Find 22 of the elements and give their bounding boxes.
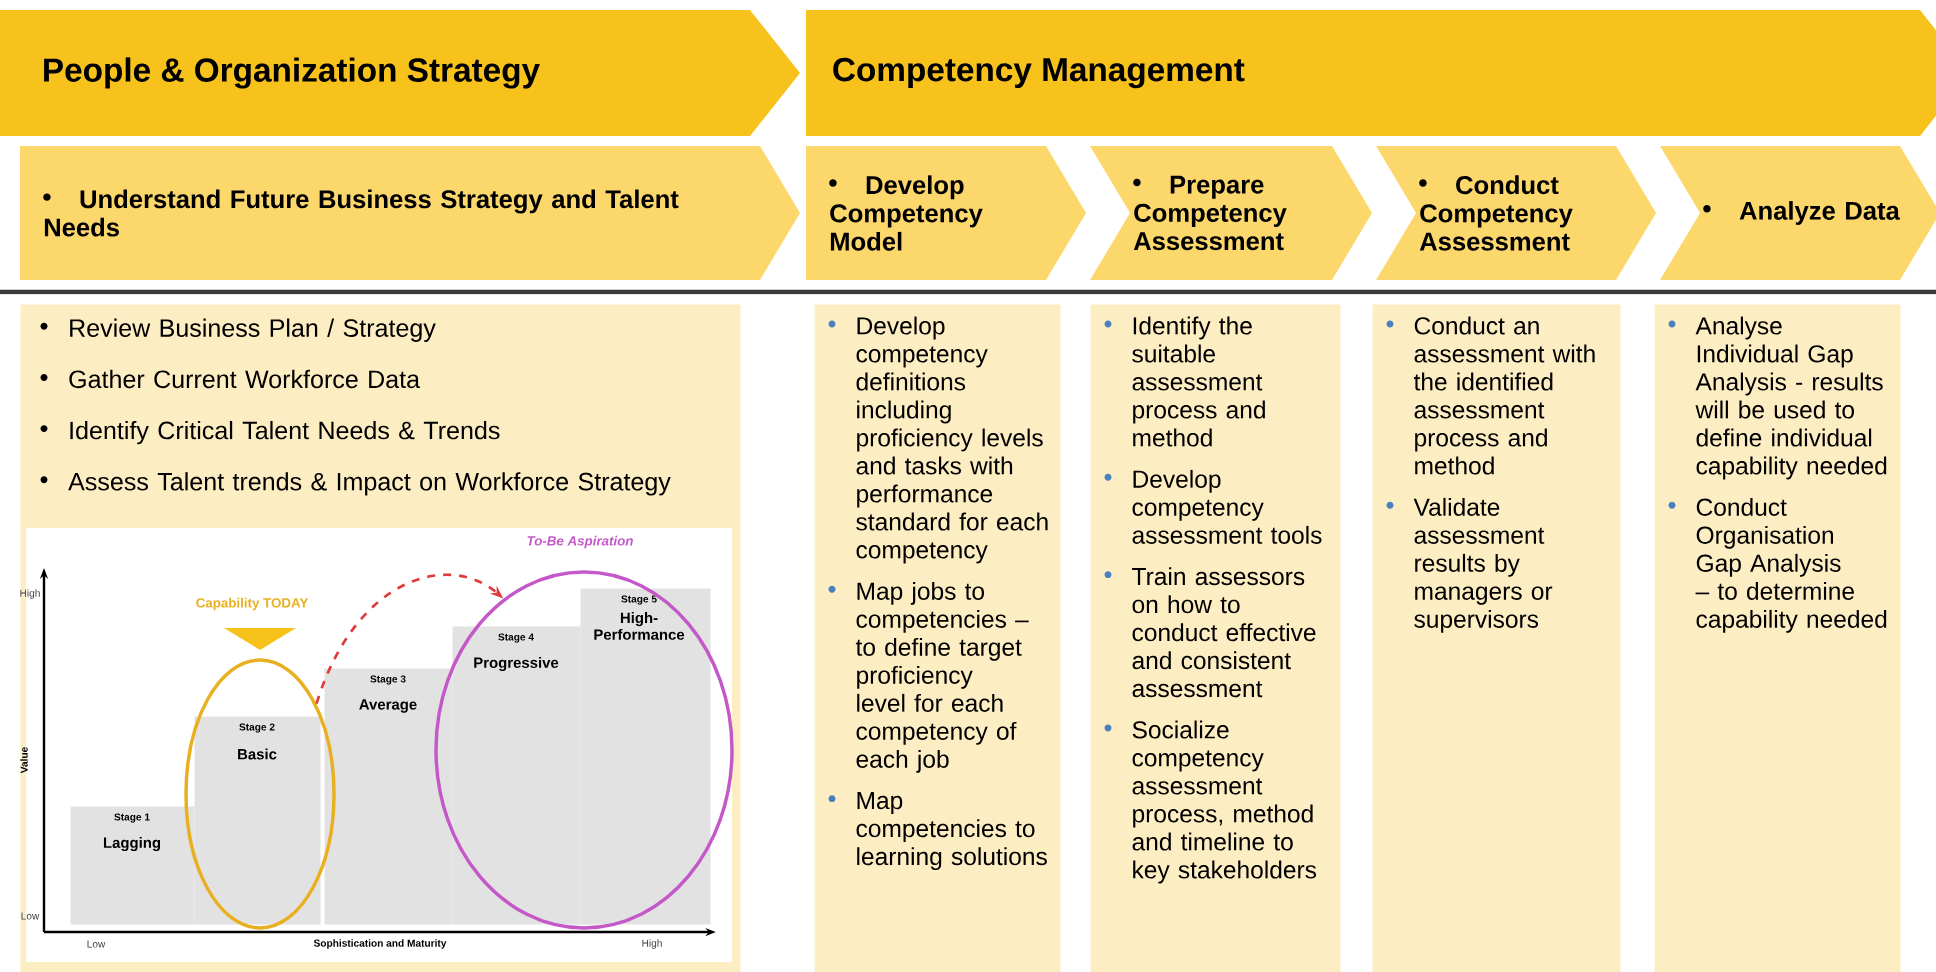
bullet-item: Review Business Plan / Strategy [40,318,436,342]
chevron-header: People & Organization Strategy [0,10,800,136]
bullet-item: Develop competency definitions including proficiency levels and tasks with performance standard for each competency [828,316,1048,564]
chevron-step: Develop Competency Model [806,146,1086,280]
bullet-item: Identify Critical Talent Needs & Trends [40,420,500,445]
chevron-step: Conduct Competency Assessment [1376,146,1656,280]
bullet-item: Conduct Organisation Gap Analysis – to determine capability needed [1668,497,1887,633]
chevron-header: Competency Management [806,10,1936,136]
bullet-item: Develop competency assessment tools [1104,469,1322,544]
bullet-item: Analyse Individual Gap Analysis - results will be used to define individual capability needed [1668,316,1887,480]
bullet-item: Validate assessment results by managers or supervisors [1386,497,1553,633]
bullet-item: Train assessors on how to conduct effective and consistent assessment [1104,567,1316,698]
bullet-item: Socialize competency assessment process, method and timeline to key stakeholders [1104,720,1317,884]
bullet-item: Conduct an assessment with the identified assessment process and method [1386,316,1595,475]
bullet-item: Gather Current Workforce Data [40,369,421,389]
bullet-item: Map jobs to competencies – to define target proficiency level for each competency of each job [828,581,1029,773]
bullet-item: Assess Talent trends & Impact on Workforce Strategy [40,472,671,496]
chevron-step: Understand Future Business Strategy and Talent Needs [20,146,800,280]
bullet-item: Identify the suitable assessment process and method [1104,316,1265,447]
bullet-item: Map competencies to learning solutions [828,792,1047,871]
chevron-step: Prepare Competency Assessment [1090,146,1372,280]
chevron-step: Analyze Data [1660,146,1936,280]
